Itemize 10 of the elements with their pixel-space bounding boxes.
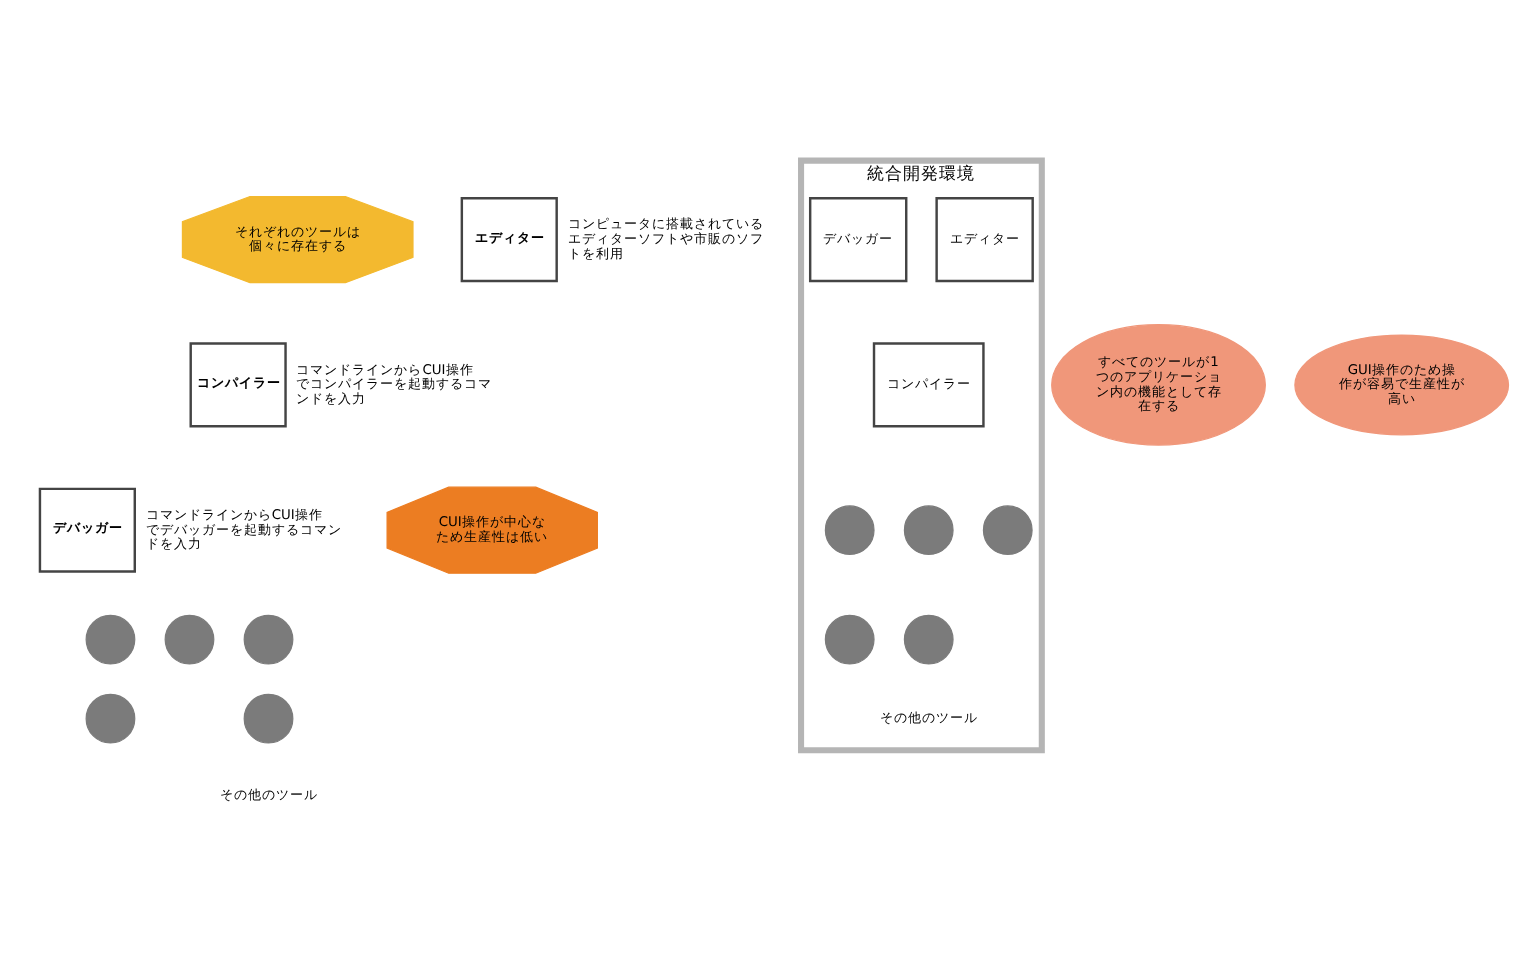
node-circle xyxy=(85,613,136,664)
node-circle xyxy=(243,613,294,664)
node-circle xyxy=(164,613,215,664)
node-circle xyxy=(824,504,875,555)
node-circle xyxy=(243,692,294,743)
node-circle xyxy=(824,613,875,664)
node-circle xyxy=(85,692,136,743)
node-circle xyxy=(982,504,1033,555)
node-circle xyxy=(903,504,954,555)
node-circle xyxy=(903,613,954,664)
